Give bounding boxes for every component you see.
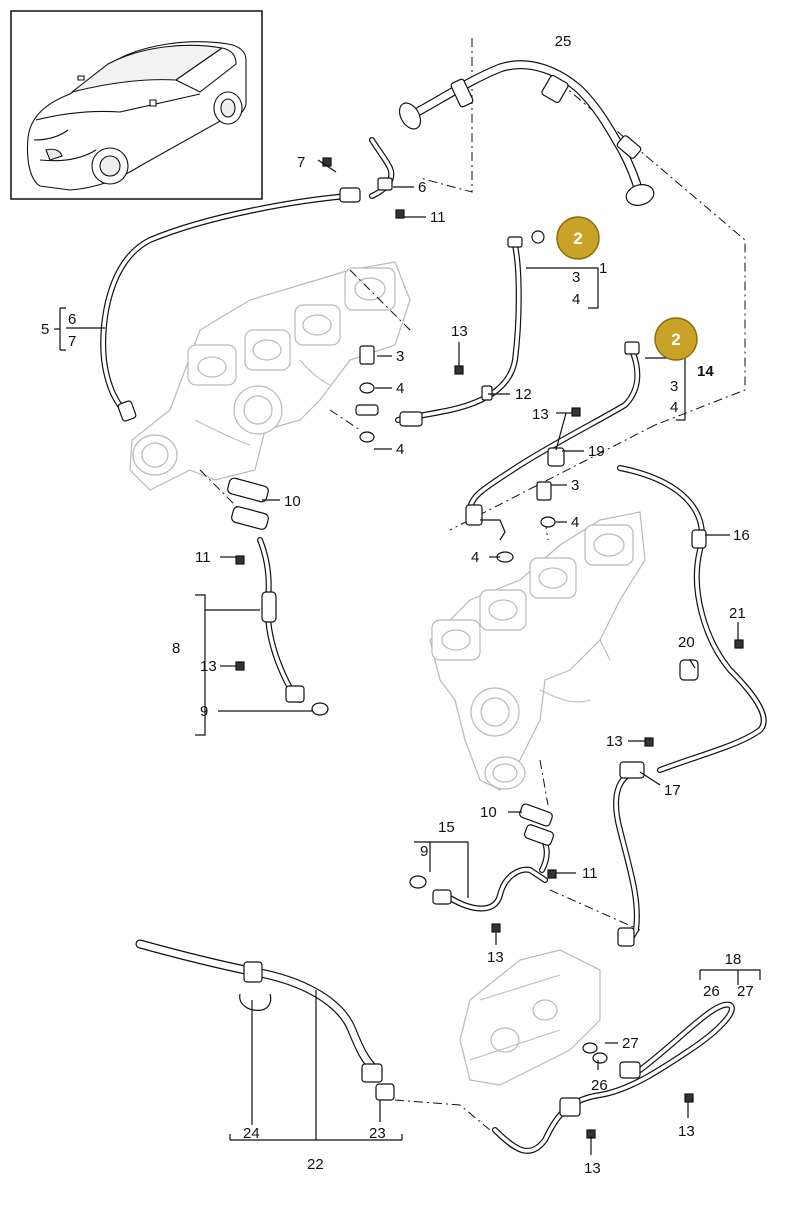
pipe-5-coolant-line xyxy=(100,193,351,422)
callout-4: 4 xyxy=(396,441,404,458)
oil-line-14 xyxy=(465,341,641,541)
callout-labels: 25 7 6 11 1 3 4 5 6 7 13 3 4 12 13 4 14 … xyxy=(41,33,754,1177)
callout-22: 22 xyxy=(307,1156,324,1173)
callout-10: 10 xyxy=(284,493,301,510)
coolant-pipe-13-lower xyxy=(492,1001,735,1154)
callout-23: 23 xyxy=(369,1125,386,1142)
leader-lines xyxy=(54,159,761,1155)
callout-13: 13 xyxy=(200,658,217,675)
badge-label: 2 xyxy=(671,330,680,349)
coolant-hose-16 xyxy=(617,465,767,773)
badge-label: 2 xyxy=(573,229,582,248)
engine-bracket-ghost xyxy=(459,949,601,1086)
callout-7: 7 xyxy=(297,154,305,171)
callout-13: 13 xyxy=(678,1123,695,1140)
callout-4: 4 xyxy=(571,514,579,531)
turbocharger-left-ghost xyxy=(129,261,411,491)
callout-7-left: 7 xyxy=(68,333,76,350)
callout-17: 17 xyxy=(664,782,681,799)
callout-4: 4 xyxy=(396,380,404,397)
callout-5: 5 xyxy=(41,321,49,338)
turbocharger-right-ghost xyxy=(429,511,646,791)
callout-9: 9 xyxy=(420,843,428,860)
callout-13: 13 xyxy=(584,1160,601,1177)
callout-3: 3 xyxy=(572,269,580,286)
callout-20: 20 xyxy=(678,634,695,651)
callout-13: 13 xyxy=(451,323,468,340)
guide-lines xyxy=(199,38,746,1131)
callout-24: 24 xyxy=(243,1125,260,1142)
callout-25: 25 xyxy=(555,33,572,50)
vehicle-thumbnail xyxy=(10,10,263,200)
callout-3: 3 xyxy=(571,477,579,494)
hose-25 xyxy=(398,60,655,206)
callout-13: 13 xyxy=(606,733,623,750)
callout-26: 26 xyxy=(591,1077,608,1094)
callout-26: 26 xyxy=(703,983,720,1000)
callout-12: 12 xyxy=(515,386,532,403)
callout-4: 4 xyxy=(670,399,678,416)
callout-3: 3 xyxy=(670,378,678,395)
callout-9: 9 xyxy=(200,703,208,720)
callout-18: 18 xyxy=(725,951,742,968)
highlight-badge-1[interactable]: 2 xyxy=(556,216,600,260)
callout-19: 19 xyxy=(588,443,605,460)
callout-4: 4 xyxy=(572,291,580,308)
callout-27: 27 xyxy=(622,1035,639,1052)
callout-3: 3 xyxy=(396,348,404,365)
fittings xyxy=(235,209,654,933)
callout-4: 4 xyxy=(471,549,479,566)
callout-6: 6 xyxy=(418,179,426,196)
callout-13: 13 xyxy=(532,406,549,423)
small-hose-6-7 xyxy=(322,137,395,203)
oil-line-1 xyxy=(395,230,545,427)
callout-6-left: 6 xyxy=(68,311,76,328)
callout-11: 11 xyxy=(430,209,446,226)
callout-11: 11 xyxy=(582,865,598,882)
callout-10: 10 xyxy=(480,804,497,821)
callout-15: 15 xyxy=(438,819,455,836)
callout-14: 14 xyxy=(697,363,714,380)
highlight-badge-2[interactable]: 2 xyxy=(654,317,698,361)
callout-1: 1 xyxy=(599,260,607,277)
callout-8: 8 xyxy=(172,640,180,657)
callout-13: 13 xyxy=(487,949,504,966)
oil-return-8 xyxy=(227,477,329,716)
pipe-17 xyxy=(613,639,744,947)
oil-return-15 xyxy=(409,803,557,912)
callout-16: 16 xyxy=(733,527,750,544)
callout-11: 11 xyxy=(195,549,211,566)
callout-27: 27 xyxy=(737,983,754,1000)
callout-21: 21 xyxy=(729,605,746,622)
coolant-pipe-22 xyxy=(135,939,395,1101)
